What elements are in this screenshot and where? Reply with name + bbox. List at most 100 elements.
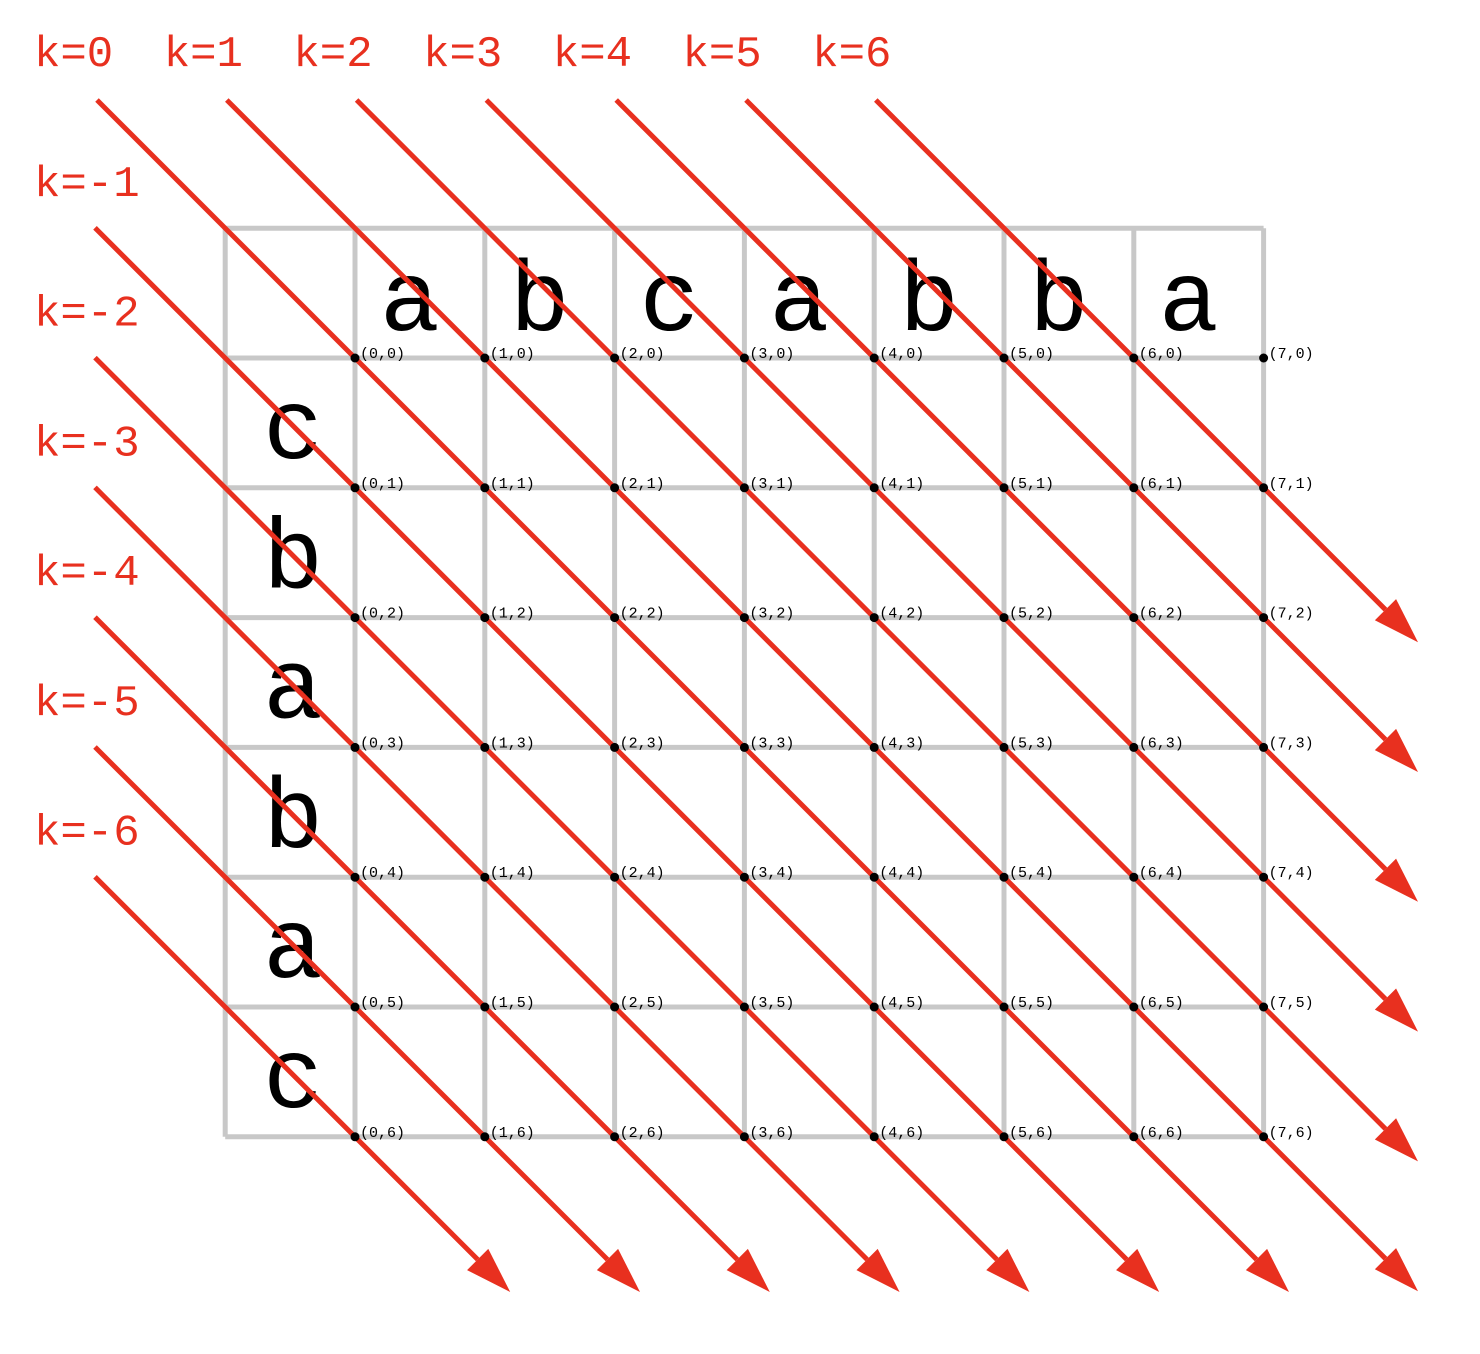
diagonal-line bbox=[744, 98, 1388, 742]
node-coordinate-label: (2,0) bbox=[620, 346, 665, 363]
arrow-head bbox=[1374, 988, 1418, 1032]
diagonal-line bbox=[93, 355, 999, 1262]
grid-node bbox=[350, 742, 360, 752]
diagonal-line bbox=[93, 615, 740, 1262]
grid-node bbox=[999, 353, 1009, 363]
grid-node bbox=[869, 872, 879, 882]
node-coordinate-label: (7,6) bbox=[1269, 1125, 1314, 1142]
arrow-head bbox=[1374, 1118, 1418, 1162]
node-coordinate-label: (5,1) bbox=[1009, 476, 1054, 493]
node-coordinate-label: (1,1) bbox=[490, 476, 535, 493]
grid-nodes: (0,0)(1,0)(2,0)(3,0)(4,0)(5,0)(6,0)(7,0)… bbox=[350, 346, 1314, 1142]
node-coordinate-label: (2,6) bbox=[620, 1125, 665, 1142]
diagonal-label: k=2 bbox=[293, 30, 372, 80]
node-coordinate-label: (1,4) bbox=[490, 865, 535, 882]
grid-node bbox=[1259, 1002, 1269, 1012]
grid-node bbox=[1259, 742, 1269, 752]
diagonal-line bbox=[484, 98, 1388, 1001]
node-coordinate-label: (1,0) bbox=[490, 346, 535, 363]
node-coordinate-label: (0,4) bbox=[360, 865, 405, 882]
diagonal-label: k=-6 bbox=[34, 809, 140, 859]
node-coordinate-label: (3,3) bbox=[749, 735, 794, 752]
node-coordinate-label: (5,4) bbox=[1009, 865, 1054, 882]
node-coordinate-label: (0,3) bbox=[360, 735, 405, 752]
grid-node bbox=[1129, 1132, 1139, 1142]
diagonal-label: k=-5 bbox=[34, 679, 140, 729]
grid-node bbox=[1259, 483, 1269, 493]
arrow-head bbox=[1116, 1248, 1160, 1292]
diagonal-line bbox=[93, 875, 480, 1262]
diagonal-label: k=4 bbox=[553, 30, 632, 80]
grid-node bbox=[1129, 1002, 1139, 1012]
grid-node bbox=[610, 742, 620, 752]
node-coordinate-label: (5,0) bbox=[1009, 346, 1054, 363]
grid-node bbox=[999, 1002, 1009, 1012]
sequence-b-letter: a bbox=[263, 895, 323, 1008]
node-coordinate-label: (4,3) bbox=[879, 735, 924, 752]
node-coordinate-label: (6,4) bbox=[1139, 865, 1184, 882]
node-coordinate-label: (0,0) bbox=[360, 346, 405, 363]
grid-node bbox=[350, 353, 360, 363]
diagonal-arrows bbox=[93, 98, 1418, 1292]
grid-node bbox=[999, 613, 1009, 623]
arrow-head bbox=[726, 1248, 770, 1292]
grid-node bbox=[610, 483, 620, 493]
node-coordinate-label: (3,4) bbox=[749, 865, 794, 882]
diagonal-label: k=-2 bbox=[34, 290, 140, 340]
grid-node bbox=[480, 613, 490, 623]
grid-node bbox=[1259, 353, 1269, 363]
grid-node bbox=[480, 872, 490, 882]
node-coordinate-label: (5,3) bbox=[1009, 735, 1054, 752]
grid-node bbox=[610, 872, 620, 882]
grid-node bbox=[869, 613, 879, 623]
sequence-b-letter: a bbox=[263, 635, 323, 748]
diagonal-line bbox=[225, 98, 1388, 1261]
node-coordinate-label: (5,5) bbox=[1009, 995, 1054, 1012]
grid-node bbox=[480, 1132, 490, 1142]
node-coordinate-label: (6,2) bbox=[1139, 606, 1184, 623]
arrow-head bbox=[856, 1248, 900, 1292]
arrow-head bbox=[1374, 858, 1418, 902]
node-coordinate-label: (1,3) bbox=[490, 735, 535, 752]
node-coordinate-label: (4,0) bbox=[879, 346, 924, 363]
grid-node bbox=[1129, 613, 1139, 623]
node-coordinate-label: (2,1) bbox=[620, 476, 665, 493]
grid-node bbox=[869, 1132, 879, 1142]
node-coordinate-label: (7,5) bbox=[1269, 995, 1314, 1012]
grid-node bbox=[1129, 483, 1139, 493]
grid-node bbox=[480, 483, 490, 493]
grid-node bbox=[610, 1002, 620, 1012]
diagonal-label: k=1 bbox=[164, 30, 243, 80]
arrow-head bbox=[1374, 1248, 1418, 1292]
grid-node bbox=[1259, 1132, 1269, 1142]
node-coordinate-label: (2,3) bbox=[620, 735, 665, 752]
node-coordinate-label: (0,5) bbox=[360, 995, 405, 1012]
grid-node bbox=[869, 483, 879, 493]
diagonal-label: k=0 bbox=[34, 30, 113, 80]
node-coordinate-label: (2,2) bbox=[620, 606, 665, 623]
arrow-head bbox=[1245, 1248, 1289, 1292]
node-coordinate-label: (7,4) bbox=[1269, 865, 1314, 882]
sequence-a-letter: a bbox=[1159, 248, 1219, 361]
grid-node bbox=[1129, 872, 1139, 882]
grid-node bbox=[1259, 872, 1269, 882]
grid-node bbox=[869, 353, 879, 363]
node-coordinate-label: (7,0) bbox=[1269, 346, 1314, 363]
sequence-b-letter: b bbox=[263, 765, 323, 878]
node-coordinate-label: (0,2) bbox=[360, 606, 405, 623]
arrow-head bbox=[986, 1248, 1030, 1292]
node-coordinate-label: (1,2) bbox=[490, 606, 535, 623]
diagonal-labels: k=6k=5k=4k=3k=2k=1k=0k=-1k=-2k=-3k=-4k=-… bbox=[34, 30, 891, 859]
diagonal-label: k=5 bbox=[683, 30, 762, 80]
node-coordinate-label: (4,1) bbox=[879, 476, 924, 493]
node-coordinate-label: (5,6) bbox=[1009, 1125, 1054, 1142]
grid-node bbox=[739, 483, 749, 493]
diagonal-label: k=-4 bbox=[34, 549, 140, 599]
diagonal-label: k=6 bbox=[812, 30, 891, 80]
grid-node bbox=[739, 353, 749, 363]
sequence-b-letter: c bbox=[263, 376, 323, 489]
node-coordinate-label: (2,4) bbox=[620, 865, 665, 882]
grid-node bbox=[1129, 742, 1139, 752]
grid-node bbox=[610, 353, 620, 363]
